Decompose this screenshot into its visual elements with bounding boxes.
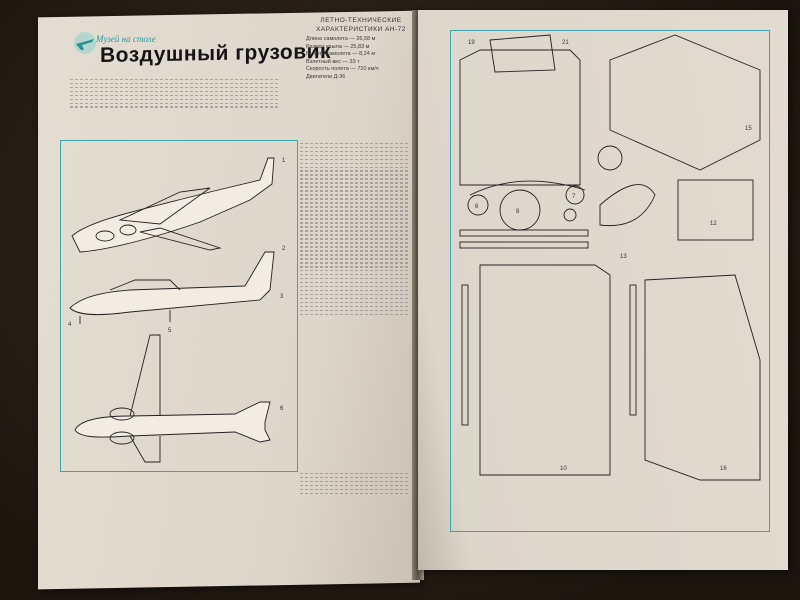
perspective-aircraft-drawing [71,157,275,253]
specs-list: Длина самолета — 26,58 м Размах крыла — … [306,36,414,81]
cutout-template-parts: 19 21 15 8 6 7 12 13 10 16 [459,34,761,481]
spec-line: Взлетный вес — 33 т [306,58,360,65]
article-body-text [300,140,408,318]
part-strip [459,229,589,237]
callout-label: 5 [168,328,172,334]
part-tab [629,284,637,416]
specs-heading: ЛЕТНО-ТЕХНИЧЕСКИЕ ХАРАКТЕРИСТИКИ АН-72 [316,17,406,33]
side-view-aircraft-drawing [69,251,275,324]
part-label: 13 [620,254,627,260]
section-rubric: Музей на столе [96,34,156,44]
callout-label: 2 [282,246,286,252]
part-wing-right [644,274,761,481]
part-circle-small [467,194,489,216]
part-nose-cone [599,184,656,227]
part-wing-panel [609,34,761,171]
aircraft-figure-frame [60,140,298,472]
part-label: 6 [475,204,479,210]
callout-label: 6 [280,406,284,412]
spec-line: Размах крыла — 25,83 м [306,43,370,50]
callout-label: 1 [282,158,286,164]
spec-line: Высота самолета — 8,24 м [306,51,376,57]
part-tab [461,284,469,426]
part-label: 21 [562,40,569,46]
intro-column [175,76,280,110]
part-circle-tiny [563,208,577,222]
intro-text-block [70,76,288,110]
part-curved-strip [469,180,586,196]
part-label: 12 [710,221,717,227]
part-number-labels: 19 21 15 8 6 7 12 13 10 16 [468,40,752,472]
part-label: 7 [572,194,576,200]
aircraft-drawings: 1 2 3 4 5 6 [68,157,286,463]
article-footer-text [300,470,410,497]
part-engine-disc [597,145,623,171]
part-circle-medium [565,185,585,205]
part-circle-large [499,189,541,231]
intro-column [70,76,174,110]
spec-line: Двигатели Д-36 [306,73,346,80]
part-label: 8 [516,209,520,215]
part-label: 19 [468,40,475,46]
part-tail-fin [489,34,556,73]
spec-line: Длина самолета — 26,58 м [306,36,376,42]
part-cabin-block [677,179,754,241]
part-label: 16 [720,466,727,472]
part-strip [459,241,589,249]
article-headline: Воздушный грузовик [100,39,332,68]
top-view-aircraft-drawing [74,334,271,463]
cutout-template-frame [450,30,770,532]
callout-label: 4 [68,322,72,328]
part-fuselage-side [479,264,611,476]
part-label: 10 [560,466,567,472]
part-fuselage-top [459,49,581,186]
figure-callouts: 1 2 3 4 5 6 [68,158,286,412]
callout-label: 3 [280,294,284,300]
part-label: 15 [745,126,752,132]
spec-line: Скорость полета — 720 км/ч [306,66,379,72]
airplane-emblem-icon [74,32,96,54]
